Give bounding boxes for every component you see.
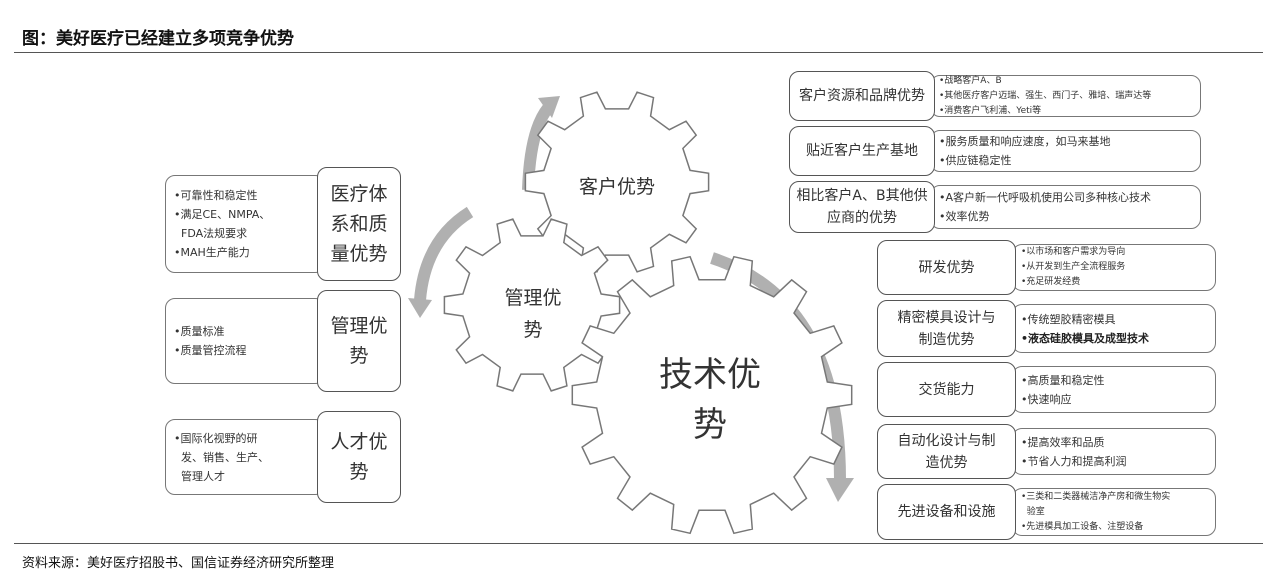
text-line: •服务质量和响应速度，如马来基地 bbox=[939, 135, 1111, 148]
gear-management bbox=[443, 218, 621, 392]
gear-label-line: 势 bbox=[523, 319, 543, 341]
text-line: FDA法规要求 bbox=[174, 227, 248, 240]
text-line: 医疗体 bbox=[330, 183, 388, 205]
text-line: 交货能力 bbox=[918, 381, 975, 398]
text-line: 量优势 bbox=[330, 243, 388, 265]
text-line: •从开发到生产全流程服务 bbox=[1021, 262, 1126, 272]
advantage-details: •A客户新一代呼吸机使用公司多种核心技术 •效率优势 bbox=[930, 185, 1201, 229]
text-line: •其他医疗客户迈瑞、强生、西门子、雅培、瑞声达等 bbox=[939, 90, 1152, 101]
text-line: 应商的优势 bbox=[827, 210, 897, 226]
text-line: •以市场和客户需求为导向 bbox=[1021, 247, 1126, 257]
bottom-divider bbox=[14, 543, 1263, 544]
text-line: •快速响应 bbox=[1021, 392, 1072, 406]
text-line: •效率优势 bbox=[939, 210, 990, 223]
advantage-label: 交货能力 bbox=[877, 362, 1016, 417]
text-line: 精密模具设计与 bbox=[897, 309, 996, 326]
arrow-head-icon bbox=[826, 478, 854, 502]
advantage-label: 医疗体系和质量优势 bbox=[317, 167, 401, 281]
advantage-details: •质量标准 •质量管控流程 bbox=[165, 298, 325, 384]
text-line: 制造优势 bbox=[918, 331, 975, 348]
arrow-head-icon bbox=[538, 96, 560, 118]
text-line: 势 bbox=[349, 345, 369, 367]
advantage-label: 研发优势 bbox=[877, 240, 1016, 295]
advantage-details: •传统塑胶精密模具 •液态硅胶模具及成型技术 bbox=[1012, 304, 1216, 353]
top-divider bbox=[14, 52, 1263, 53]
arrow-head-icon bbox=[408, 298, 432, 318]
text-line: •液态硅胶模具及成型技术 bbox=[1021, 331, 1150, 345]
text-line: •消费客户飞利浦、Yeti等 bbox=[939, 105, 1042, 116]
gear-label-customer: 客户优势 bbox=[578, 176, 655, 198]
advantage-label: 相比客户A、B其他供应商的优势 bbox=[789, 181, 935, 233]
text-line: •节省人力和提高利润 bbox=[1021, 454, 1127, 468]
text-line: •国际化视野的研 bbox=[174, 431, 258, 445]
text-line: •MAH生产能力 bbox=[174, 246, 250, 259]
gear-tech bbox=[571, 255, 853, 535]
text-line: 客户资源和品牌优势 bbox=[799, 88, 925, 104]
text-line: 贴近客户生产基地 bbox=[806, 143, 918, 159]
gear-label-management: 管理优势 bbox=[483, 282, 583, 346]
text-line: 研发优势 bbox=[918, 259, 975, 276]
gear-label-line: 势 bbox=[693, 405, 727, 445]
text-line: •质量管控流程 bbox=[174, 344, 247, 357]
advantage-label: 人才优势 bbox=[317, 411, 401, 503]
text-line: •质量标准 bbox=[174, 325, 225, 338]
advantage-details: •可靠性和稳定性 •满足CE、NMPA、 FDA法规要求 •MAH生产能力 bbox=[165, 175, 325, 273]
text-line: 先进设备和设施 bbox=[897, 504, 996, 520]
text-line: •高质量和稳定性 bbox=[1021, 373, 1105, 387]
advantage-label: 管理优势 bbox=[317, 290, 401, 392]
advantage-details: •提高效率和品质 •节省人力和提高利润 bbox=[1012, 428, 1216, 475]
text-line: •充足研发经费 bbox=[1021, 277, 1081, 287]
gear-label-line: 技术优 bbox=[659, 355, 761, 395]
gear-label-tech: 技术优势 bbox=[630, 350, 790, 450]
text-line: 造优势 bbox=[925, 454, 968, 471]
text-line: •传统塑胶精密模具 bbox=[1021, 312, 1116, 326]
text-line: •战略客户A、B bbox=[939, 75, 1002, 86]
text-line: •先进模具加工设备、注塑设备 bbox=[1021, 521, 1144, 532]
text-line: •提高效率和品质 bbox=[1021, 435, 1105, 449]
text-line: •满足CE、NMPA、 bbox=[174, 208, 271, 221]
figure-title: 图：美好医疗已经建立多项竞争优势 bbox=[22, 29, 294, 49]
advantage-label: 贴近客户生产基地 bbox=[789, 126, 935, 176]
text-line: •A客户新一代呼吸机使用公司多种核心技术 bbox=[939, 191, 1152, 204]
advantage-label: 客户资源和品牌优势 bbox=[789, 71, 935, 121]
text-line: •三类和二类器械洁净产房和微生物实 bbox=[1021, 491, 1171, 502]
text-line: 相比客户A、B其他供 bbox=[796, 188, 928, 204]
text-line: •可靠性和稳定性 bbox=[174, 189, 258, 202]
advantage-details: •以市场和客户需求为导向 •从开发到生产全流程服务 •充足研发经费 bbox=[1012, 244, 1216, 291]
text-line: 自动化设计与制 bbox=[897, 432, 996, 449]
advantage-label: 精密模具设计与制造优势 bbox=[877, 300, 1016, 357]
advantage-label: 自动化设计与制造优势 bbox=[877, 424, 1016, 479]
gear-label-line: 管理优 bbox=[504, 287, 562, 309]
text-line: 势 bbox=[349, 461, 369, 483]
text-line: •供应链稳定性 bbox=[939, 154, 1012, 167]
gear-customer bbox=[524, 91, 710, 273]
text-line: 系和质 bbox=[330, 213, 388, 235]
cycle-arrow bbox=[414, 206, 474, 301]
text-line: 管理人才 bbox=[174, 469, 225, 483]
text-line: 管理优 bbox=[330, 315, 388, 337]
source-note: 资料来源：美好医疗招股书、国信证券经济研究所整理 bbox=[22, 556, 335, 571]
advantage-details: •服务质量和响应速度，如马来基地 •供应链稳定性 bbox=[930, 130, 1201, 172]
advantage-details: •三类和二类器械洁净产房和微生物实 验室 •先进模具加工设备、注塑设备 bbox=[1012, 488, 1216, 536]
advantage-label: 先进设备和设施 bbox=[877, 484, 1016, 540]
text-line: 人才优 bbox=[330, 431, 388, 453]
advantage-details: •国际化视野的研 发、销售、生产、 管理人才 bbox=[165, 419, 325, 495]
advantage-details: •战略客户A、B •其他医疗客户迈瑞、强生、西门子、雅培、瑞声达等 •消费客户飞利浦… bbox=[930, 75, 1201, 117]
text-line: 验室 bbox=[1021, 506, 1045, 517]
advantage-details: •高质量和稳定性 •快速响应 bbox=[1012, 366, 1216, 413]
text-line: 发、销售、生产、 bbox=[174, 450, 269, 464]
